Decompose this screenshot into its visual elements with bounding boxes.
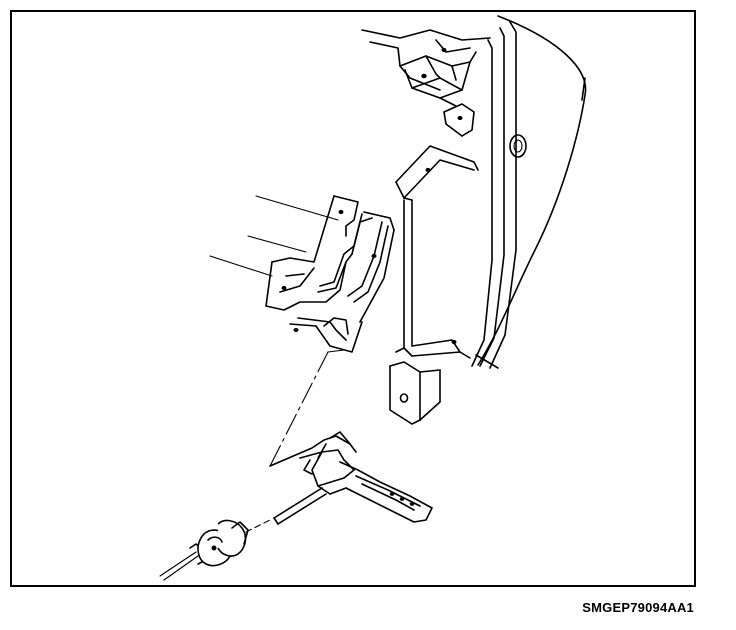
door-switch	[159, 519, 249, 581]
upper-hinge-bracket	[361, 29, 491, 107]
figure-code: SMGEP79094AA1	[582, 600, 694, 615]
switch-center-line	[245, 519, 271, 533]
zigzag-mounting-plate	[265, 195, 395, 353]
pillar-bracket	[395, 145, 479, 359]
lock-actuator-lever	[269, 431, 433, 523]
body-outer-panel	[471, 15, 587, 369]
leader-lines	[209, 195, 339, 277]
assembly-center-line	[269, 349, 345, 467]
grommet-hole	[509, 134, 527, 158]
lower-mounting-bracket	[389, 361, 441, 425]
figure-frame	[10, 10, 696, 587]
mid-mounting-tab	[443, 103, 475, 137]
actuator-rod	[273, 487, 327, 525]
